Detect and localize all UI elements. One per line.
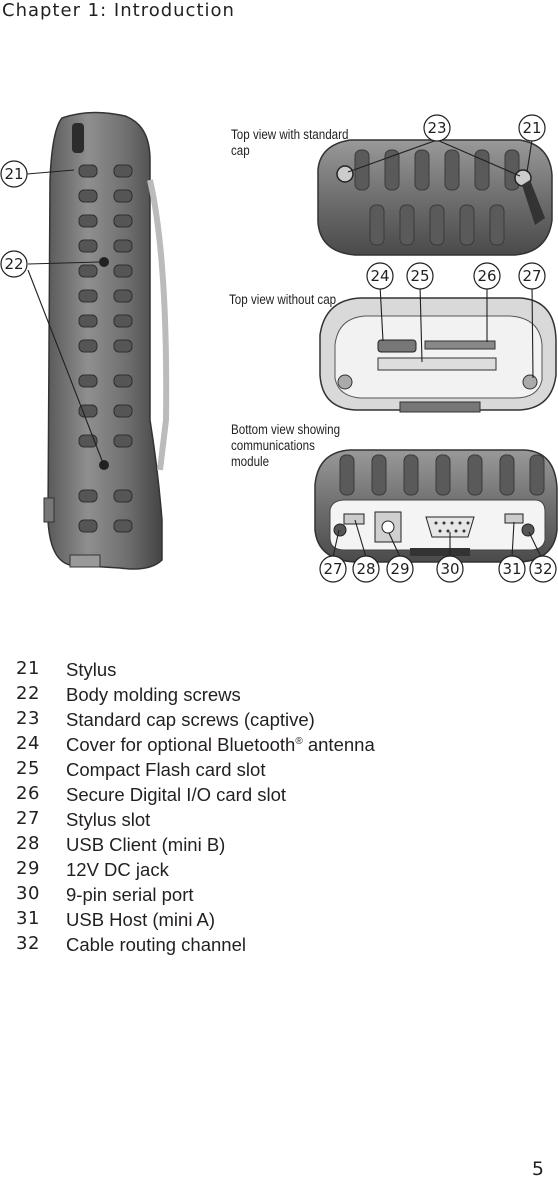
dc-jack — [381, 520, 395, 534]
callout-label: 24 — [370, 267, 389, 285]
item-number: 22 — [16, 683, 40, 704]
list-item: 29 12V DC jack — [0, 858, 558, 883]
callout-label: 21 — [522, 119, 541, 137]
item-number: 30 — [16, 883, 40, 904]
list-item: 23 Standard cap screws (captive) — [0, 708, 558, 733]
item-number: 24 — [16, 733, 40, 754]
item-label: Cable routing channel — [66, 934, 246, 955]
item-label: Cover for optional Bluetooth® antenna — [66, 734, 375, 755]
item-number: 28 — [16, 833, 40, 854]
item-label: USB Host (mini A) — [66, 909, 216, 930]
item-number: 29 — [16, 858, 40, 879]
screw-icon — [99, 460, 109, 470]
screw-icon — [99, 257, 109, 267]
list-item: 25 Compact Flash card slot — [0, 758, 558, 783]
callout-label: 29 — [390, 560, 409, 578]
list-item: 22 Body molding screws — [0, 683, 558, 708]
device-illustration: 21 22 23 21 24 25 26 27 27 28 29 30 31 3… — [0, 111, 558, 583]
callout-label: 26 — [477, 267, 496, 285]
registered-mark: ® — [295, 735, 303, 747]
item-number: 32 — [16, 933, 40, 954]
item-number: 31 — [16, 908, 40, 929]
list-item: 26 Secure Digital I/O card slot — [0, 783, 558, 808]
item-label: Stylus slot — [66, 809, 151, 830]
item-number: 23 — [16, 708, 40, 729]
list-item: 32 Cable routing channel — [0, 933, 558, 958]
item-number: 21 — [16, 658, 40, 679]
item-number: 27 — [16, 808, 40, 829]
stylus-icon — [522, 180, 545, 225]
callout-label: 25 — [410, 267, 429, 285]
list-item: 30 9-pin serial port — [0, 883, 558, 908]
device-figure: 21 22 23 21 24 25 26 27 27 28 29 30 31 3… — [0, 100, 558, 590]
item-label: Body molding screws — [66, 684, 241, 705]
side-view — [43, 111, 170, 570]
callout-circles — [0, 114, 557, 583]
usb-client-port — [343, 513, 365, 525]
item-number: 26 — [16, 783, 40, 804]
chapter-heading: Chapter 1: Introduction — [2, 0, 235, 21]
list-item: 31 USB Host (mini A) — [0, 908, 558, 933]
item-number: 25 — [16, 758, 40, 779]
top-view-without-cap — [319, 297, 557, 413]
callout-label: 28 — [356, 560, 375, 578]
item-label: 9-pin serial port — [66, 884, 194, 905]
callout-label: 31 — [502, 560, 521, 578]
caption-top-with-cap: Top view with standard cap — [231, 127, 349, 158]
page-number: 5 — [531, 1158, 544, 1180]
item-label: Stylus — [66, 659, 117, 680]
item-label: Compact Flash card slot — [66, 759, 266, 780]
leader-lines — [26, 139, 542, 558]
callout-label: 32 — [533, 560, 552, 578]
item-label: 12V DC jack — [66, 859, 169, 880]
item-label: Secure Digital I/O card slot — [66, 784, 287, 805]
bottom-view — [314, 449, 558, 563]
caption-bottom-view: Bottom view showing communications modul… — [231, 422, 341, 469]
screw-icon — [336, 165, 354, 183]
list-item: 28 USB Client (mini B) — [0, 833, 558, 858]
top-view-with-cap — [317, 139, 553, 256]
callout-label: 22 — [4, 255, 23, 273]
callout-label: 21 — [4, 165, 23, 183]
list-item: 24 Cover for optional Bluetooth® antenna — [0, 733, 558, 758]
caption-top-without-cap: Top view without cap — [229, 292, 337, 307]
callout-label: 27 — [323, 560, 342, 578]
serial-port — [425, 516, 475, 538]
parts-legend: 21 Stylus 22 Body molding screws 23 Stan… — [0, 658, 558, 958]
callout-label: 27 — [522, 267, 541, 285]
usb-host-port — [504, 513, 524, 524]
callout-label: 30 — [440, 560, 459, 578]
stylus-icon — [72, 123, 84, 153]
item-label: Standard cap screws (captive) — [66, 709, 315, 730]
list-item: 21 Stylus — [0, 658, 558, 683]
item-label: USB Client (mini B) — [66, 834, 226, 855]
list-item: 27 Stylus slot — [0, 808, 558, 833]
callout-label: 23 — [427, 119, 446, 137]
